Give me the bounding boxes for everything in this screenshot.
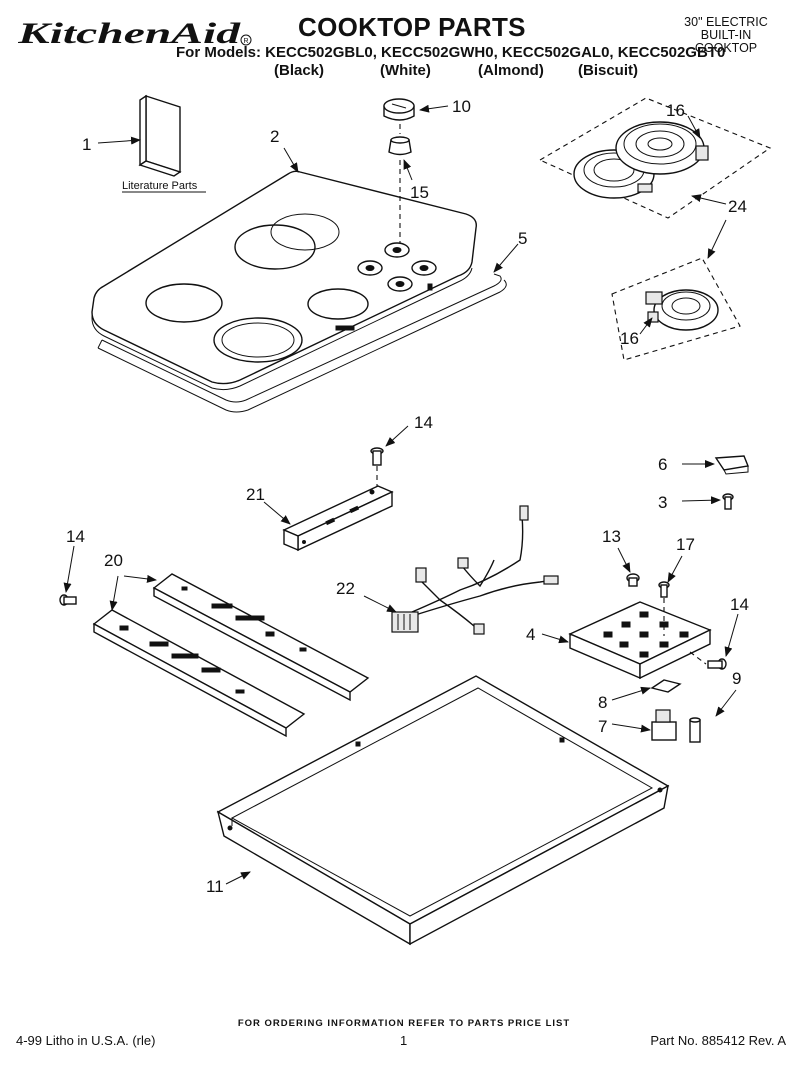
model-list: For Models: KECC502GBL0, KECC502GWH0, KE… [176,44,726,61]
product-line-2: BUILT-IN [700,28,752,42]
product-line-1: 30" ELECTRIC [684,15,768,29]
callout-arrows [63,104,739,885]
page-number: 1 [400,1033,408,1048]
callout-17: 17 [676,535,695,554]
literature-parts-label: Literature Parts [122,180,198,192]
callout-21: 21 [246,485,265,504]
color-label-biscuit: (Biscuit) [578,62,638,79]
product-type: 30" ELECTRIC BUILT-IN COOKTOP [666,16,786,55]
knob-seats [335,242,437,331]
clip [714,455,749,475]
kitchenaid-logo: KitchenAid R [18,17,252,50]
callout-14-left: 14 [66,527,85,546]
callout-4: 4 [526,625,535,644]
callout-14-right: 14 [730,595,749,614]
callout-16-bottom: 16 [620,329,639,348]
callout-2: 2 [270,127,279,146]
callout-9: 9 [732,669,741,688]
product-line-3: COOKTOP [694,41,758,55]
callout-14-top: 14 [414,413,433,432]
callout-8: 8 [598,693,607,712]
control-knob [383,98,415,121]
indicator-light [689,717,701,743]
screw-right [722,493,734,510]
callout-13: 13 [602,527,621,546]
callout-6: 6 [658,455,667,474]
switch-bracket [568,601,712,680]
grommet [626,573,640,587]
literature-booklet: Literature Parts [122,94,206,193]
callout-7: 7 [598,717,607,736]
color-label-black: (Black) [274,62,325,79]
screw-top [370,447,384,466]
color-label-white: (White) [380,62,431,79]
callout-16-top: 16 [666,101,685,120]
cooktop-base-box [216,675,670,946]
part-number: Part No. 885412 Rev. A [650,1033,786,1048]
callout-22: 22 [336,579,355,598]
infinite-switch [651,709,677,741]
callout-24: 24 [728,197,747,216]
svg-text:R: R [244,38,249,45]
rear-bracket [282,485,394,552]
callout-3: 3 [658,493,667,512]
brand-logo-text: KitchenAid [18,17,242,50]
element-box-large [538,97,772,219]
knob-spring-insert [388,136,412,156]
callout-5: 5 [518,229,527,248]
wire-harness [391,505,559,635]
callout-15: 15 [410,183,429,202]
litho-info: 4-99 Litho in U.S.A. (rle) [16,1033,156,1048]
element-box-small [611,257,741,361]
callout-10: 10 [452,97,471,116]
page-title: COOKTOP PARTS [298,12,526,42]
callout-11: 11 [206,877,224,896]
screw-bracket [658,581,670,598]
side-rail-front [92,609,306,738]
cooktop-gasket [97,273,507,413]
cooktop-glass-top [91,170,477,391]
side-rail-back [152,573,370,702]
color-label-almond: (Almond) [478,62,544,79]
exploded-parts-diagram: Literature Parts [59,94,772,946]
ordering-note: FOR ORDERING INFORMATION REFER TO PARTS … [237,1018,571,1029]
callout-20: 20 [104,551,123,570]
insulator [650,679,682,693]
callout-1: 1 [82,135,91,154]
screw-side [707,658,727,670]
callout-labels: 1 2 10 15 16 24 16 5 14 21 6 3 14 20 22 … [66,97,749,896]
screw-left [59,594,77,606]
